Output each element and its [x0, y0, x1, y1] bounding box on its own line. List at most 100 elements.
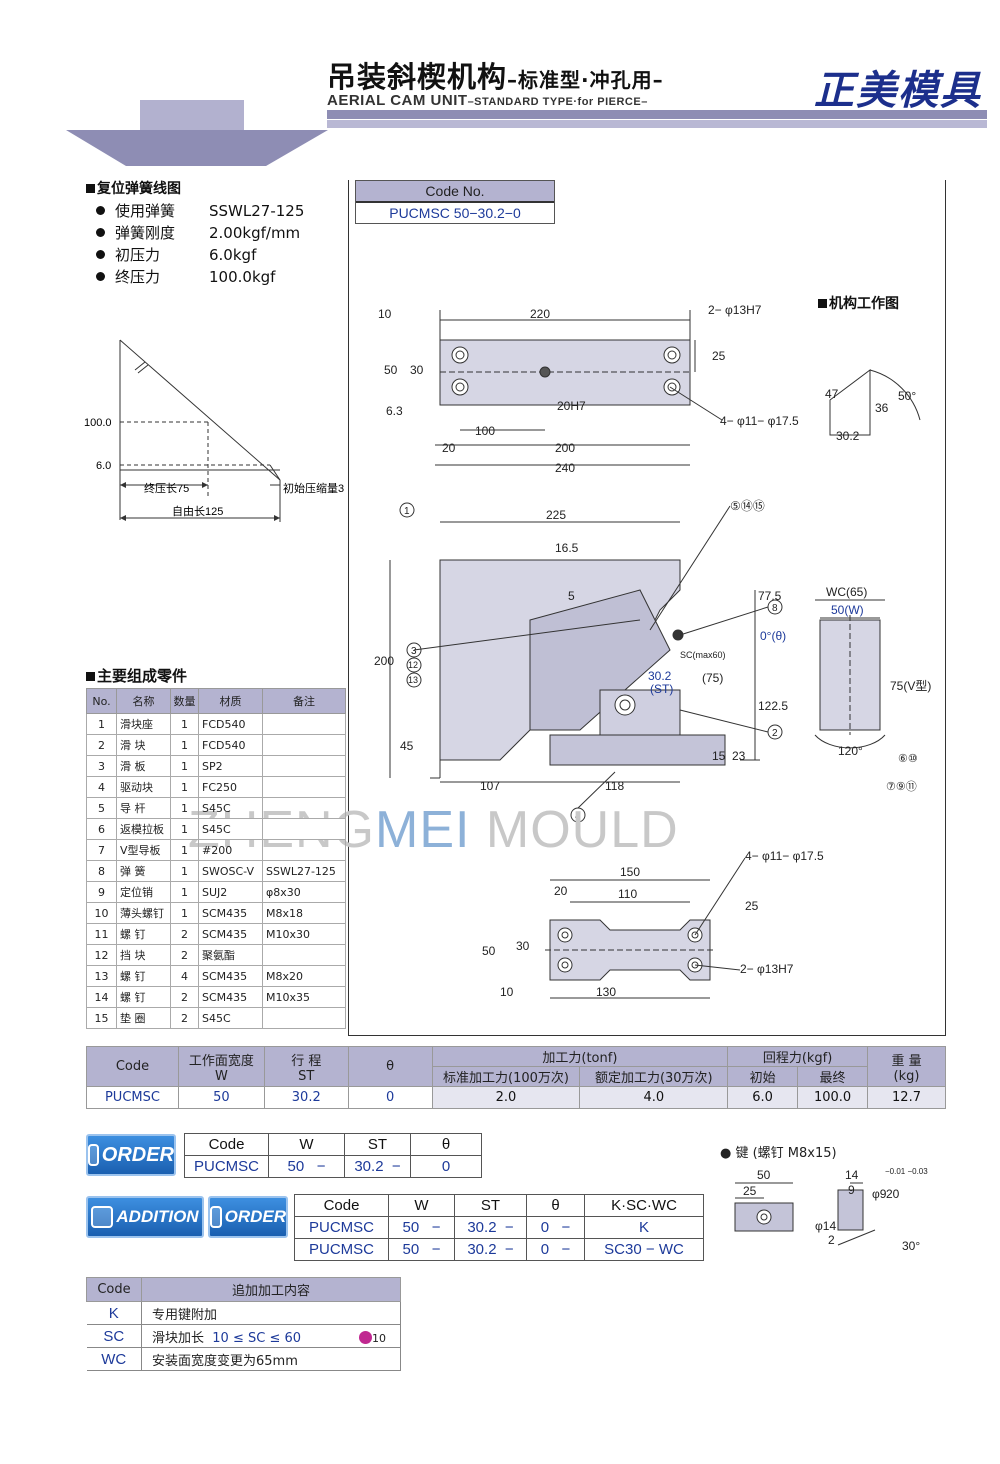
plus-icon: [91, 1206, 114, 1228]
parts-header: 材质: [198, 688, 263, 714]
table-row: PUCMSC 50 30.2 0 2.0 4.0 6.0 100.0 12.7: [86, 1086, 946, 1109]
dim-50-bottom: 50: [482, 944, 496, 958]
order-badge[interactable]: ORDER: [86, 1134, 176, 1176]
brand-logo: 正美模具: [814, 67, 982, 114]
label-holes-mid: 4− φ11− φ17.5: [720, 414, 799, 428]
page-title: 吊装斜楔机构–标准型·冲孔用–: [327, 60, 664, 94]
dim-36: 36: [875, 401, 889, 415]
dim-10: 10: [378, 307, 392, 321]
dim-240: 240: [555, 461, 575, 475]
technical-drawing: 10 220 2− φ13H7 100 20H7 20 200 240 4− φ…: [374, 303, 931, 999]
callout-1: 1: [404, 506, 410, 517]
code-number-box: Code No. PUCMSC 50−30.2−0: [355, 180, 555, 224]
dim-25: 25: [712, 349, 726, 363]
spring-y-high: 100.0: [84, 417, 112, 429]
dim-1225: 122.5: [758, 699, 788, 713]
key-dim-20: 20: [886, 1187, 900, 1201]
roughness-63: 6.3: [386, 404, 403, 418]
table-row: WC 安装面宽度变更为65mm: [86, 1347, 401, 1371]
dim-775: 77.5: [758, 589, 782, 603]
dim-220: 220: [530, 307, 550, 321]
dim-150: 150: [620, 865, 640, 879]
dim-50deg: 50°: [898, 389, 916, 403]
key-dim-2: 2: [828, 1233, 835, 1247]
spring-y-low: 6.0: [96, 460, 111, 472]
callout-12: 12: [408, 660, 418, 670]
phone-icon: [88, 1144, 99, 1166]
key-drawing: 50 25 14 9 φ9 20 −0.01 −0.03 φ14 2 30°: [734, 1167, 928, 1253]
parts-heading: 主要组成零件: [86, 665, 187, 686]
dim-50: 50: [384, 363, 398, 377]
code-number-value: PUCMSC 50−30.2−0: [389, 205, 521, 221]
parts-header: 备注: [262, 688, 346, 714]
order-badge-2[interactable]: ORDER: [208, 1196, 288, 1238]
callout-51415: ⑤⑭⑮: [730, 499, 765, 513]
spec-header-rated-force: 额定加工力(30万次): [579, 1066, 729, 1087]
addition-header-content: 追加加工内容: [141, 1277, 401, 1302]
dim-200: 200: [555, 441, 575, 455]
spec-header-return: 回程力(kgf): [727, 1046, 869, 1067]
dim-302-st: 30.2: [648, 669, 672, 683]
callout-8: 8: [772, 603, 778, 614]
callout-13: 13: [408, 675, 418, 685]
callout-3: 3: [411, 646, 417, 657]
spec-header-initial: 初始: [727, 1066, 799, 1087]
spec-header-code: Code: [86, 1046, 179, 1087]
addition-header-code: Code: [86, 1277, 142, 1302]
parts-header: 数量: [170, 688, 199, 714]
addition-order-table: Code W ST θ K·SC·WC PUCMSC 50 − 30.2 − 0…: [294, 1194, 704, 1261]
label-holes-top: 2− φ13H7: [708, 303, 762, 317]
dim-302-small: 30.2: [836, 429, 860, 443]
dim-30-bottom: 30: [516, 939, 530, 953]
dim-200-height: 200: [374, 654, 394, 668]
dim-75: (75): [702, 671, 723, 685]
code-number-label: Code No.: [356, 181, 554, 203]
header-bar-light: [327, 120, 987, 128]
dim-107: 107: [480, 779, 500, 793]
header-bar: [327, 110, 987, 119]
dim-20h7: 20H7: [557, 399, 586, 413]
spring-end-length: 终压长75: [144, 481, 189, 495]
key-dim-phi14: φ14: [815, 1219, 836, 1233]
dim-23: 23: [732, 749, 746, 763]
key-dim-14: 14: [845, 1168, 859, 1182]
drawing-frame: [348, 180, 946, 1036]
spring-heading: 复位弹簧线图: [86, 178, 181, 198]
callout-4: 4: [575, 811, 581, 822]
spring-line-chart: 100.0 6.0 终压长75 初始压缩量3 自由长125: [84, 339, 344, 522]
key-dim-9: 9: [848, 1183, 855, 1197]
label-w50: 50(W): [831, 603, 864, 617]
callout-610: ⑥⑩: [898, 753, 918, 765]
dim-45: 45: [400, 739, 414, 753]
dim-30: 30: [410, 363, 424, 377]
dim-165: 16.5: [555, 541, 579, 555]
dim-20: 20: [442, 441, 456, 455]
dim-scmax: SC(max60): [680, 650, 726, 660]
key-angle-30: 30°: [902, 1239, 920, 1253]
spec-header-theta: θ: [347, 1046, 433, 1087]
dim-20-bottom: 20: [554, 884, 568, 898]
table-row: K 专用键附加: [86, 1301, 401, 1325]
key-title: ● 键 (螺钉 M8x15): [720, 1146, 837, 1161]
spring-initial-compression: 初始压缩量3: [283, 481, 344, 495]
dim-5: 5: [568, 589, 575, 603]
addition-badge[interactable]: ADDITION: [86, 1196, 204, 1238]
dim-25-bottom: 25: [745, 899, 759, 913]
